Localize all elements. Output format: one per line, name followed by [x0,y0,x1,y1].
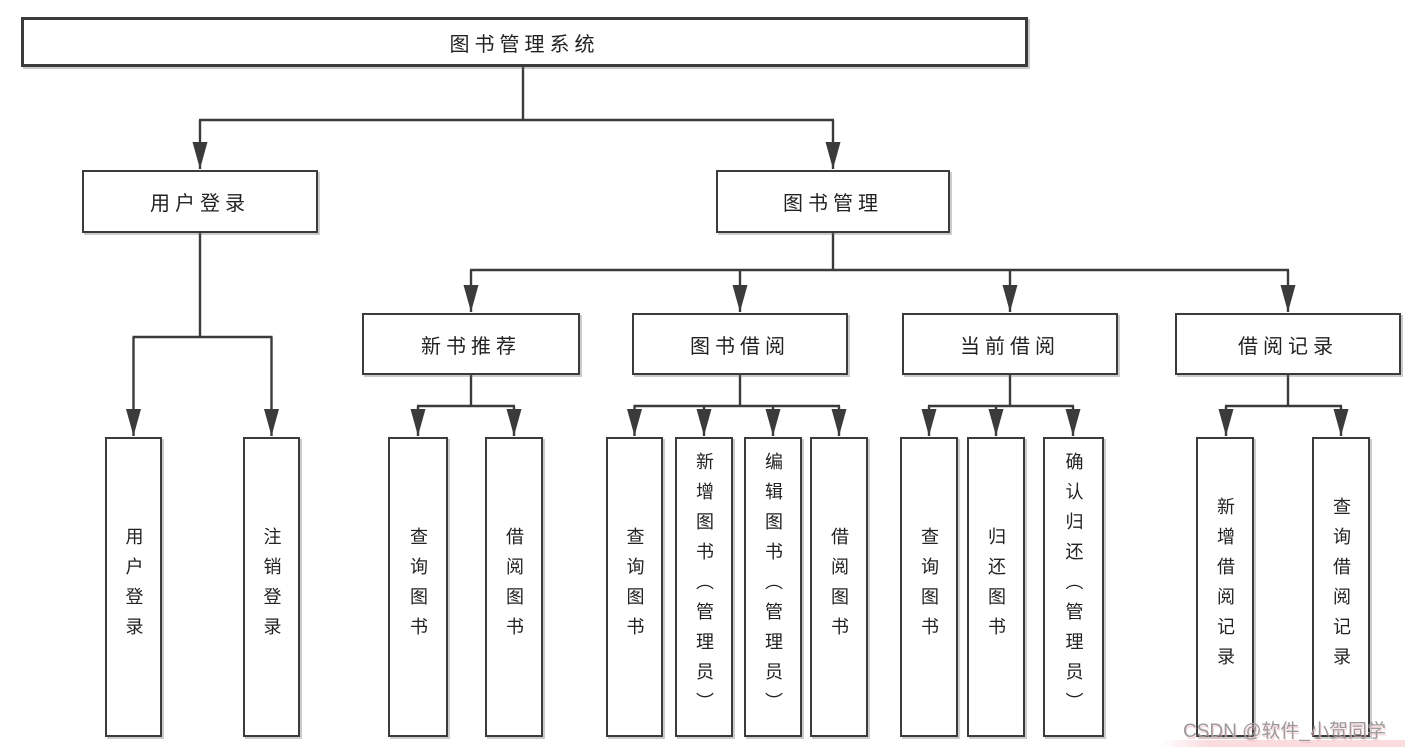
node-user-login-group: 用户登录 [82,170,318,233]
leaf-bb-add-books-label: 新增图书（管理员） [694,452,714,722]
leaf-logout: 注销登录 [243,437,300,737]
node-current-borrow-label: 当前借阅 [960,335,1060,358]
leaf-bb-borrow-books: 借阅图书 [810,437,868,737]
leaf-cb-return-books-label: 归还图书 [986,527,1006,647]
watermark-pink-tint [1160,740,1405,747]
node-new-book-recommend: 新书推荐 [362,313,580,375]
leaf-bb-borrow-books-label: 借阅图书 [829,527,849,647]
connector-book-borrow-children [627,375,847,436]
leaf-cb-confirm-return: 确认归还（管理员） [1043,437,1104,737]
connector-new-book-children [410,375,522,436]
leaf-cb-confirm-return-label: 确认归还（管理员） [1063,452,1084,722]
leaf-nb-borrow-books: 借阅图书 [485,437,543,737]
connector-current-borrow-children [921,375,1081,436]
node-root-label: 图书管理系统 [449,33,600,56]
leaf-cb-return-books: 归还图书 [967,437,1025,737]
node-user-login-group-label: 用户登录 [150,193,250,215]
leaf-cb-query-books: 查询图书 [900,437,958,737]
connector-root-to-level2 [192,67,841,169]
node-borrow-records: 借阅记录 [1175,313,1401,375]
csdn-watermark: CSDN @软件_小贺同学 [1183,721,1386,742]
leaf-nb-borrow-books-label: 借阅图书 [504,527,524,647]
connector-user-login-children [126,233,279,436]
leaf-user-login-label: 用户登录 [123,527,144,647]
node-book-management: 图书管理 [716,170,950,233]
connector-borrow-records-children [1218,375,1349,436]
node-root: 图书管理系统 [21,17,1028,67]
node-book-management-label: 图书管理 [783,193,883,215]
leaf-user-login: 用户登录 [105,437,162,737]
leaf-bb-edit-books: 编辑图书（管理员） [744,437,802,737]
leaf-cb-query-books-label: 查询图书 [919,527,939,647]
leaf-logout-label: 注销登录 [261,527,282,647]
leaf-nb-query-books: 查询图书 [388,437,448,737]
leaf-bb-add-books: 新增图书（管理员） [675,437,733,737]
node-book-borrow: 图书借阅 [632,313,848,375]
leaf-br-query-record-label: 查询借阅记录 [1331,497,1351,677]
leaf-br-query-record: 查询借阅记录 [1312,437,1370,737]
node-new-book-recommend-label: 新书推荐 [421,335,521,358]
connector-book-management-children [463,233,1296,312]
leaf-br-add-record-label: 新增借阅记录 [1215,497,1235,677]
leaf-bb-query-books-label: 查询图书 [624,527,645,647]
node-current-borrow: 当前借阅 [902,313,1118,375]
leaf-bb-edit-books-label: 编辑图书（管理员） [763,452,783,722]
leaf-bb-query-books: 查询图书 [606,437,663,737]
node-borrow-records-label: 借阅记录 [1238,335,1338,358]
node-book-borrow-label: 图书借阅 [690,335,790,358]
leaf-nb-query-books-label: 查询图书 [408,527,428,647]
leaf-br-add-record: 新增借阅记录 [1196,437,1254,737]
